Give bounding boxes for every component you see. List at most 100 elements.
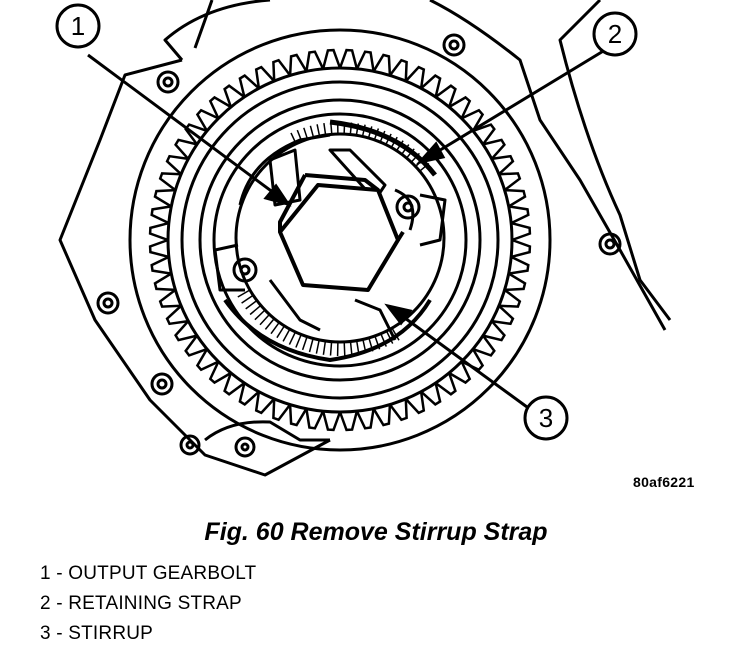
gear-tooth	[150, 255, 172, 275]
strap-hatching	[237, 121, 430, 357]
gear-tooth	[208, 95, 232, 119]
hatch-line	[329, 341, 333, 356]
hatch-line	[249, 304, 262, 316]
gear-tooth	[504, 272, 527, 292]
gear-tooth	[223, 84, 246, 108]
figure-code: 80af6221	[633, 474, 695, 490]
gear-tooth	[165, 154, 189, 176]
gear-tooth	[148, 221, 170, 242]
gear-tooth	[388, 398, 408, 422]
gear-tooth	[491, 304, 515, 326]
gear-tooth	[195, 348, 219, 372]
svg-text:3: 3	[539, 403, 553, 433]
hatch-line	[343, 341, 346, 356]
gear-tooth	[148, 238, 170, 259]
gear-tooth	[508, 255, 530, 275]
gear-tooth	[404, 391, 426, 415]
gear-tooth	[434, 372, 457, 396]
hatch-line	[395, 140, 404, 152]
hatch-line	[288, 331, 297, 345]
gear-tooth	[288, 404, 308, 427]
gear-tooth	[404, 65, 426, 89]
hatch-line	[290, 132, 297, 145]
hatch-line	[385, 133, 392, 145]
legend-item-3: 3 - STIRRUP	[40, 623, 154, 644]
gear-tooth	[305, 408, 325, 430]
gear-tooth	[448, 95, 472, 119]
hatch-line	[322, 340, 327, 355]
gear-tooth	[338, 410, 359, 432]
hatch-line	[254, 309, 266, 321]
hatch-line	[349, 122, 353, 135]
hatch-line	[401, 144, 410, 155]
gear-tooth	[195, 108, 219, 132]
legend-item-1: 1 - OUTPUT GEARBOLT	[40, 563, 257, 584]
hatch-line	[282, 328, 291, 342]
hatch-line	[362, 339, 367, 354]
gear-tooth	[288, 53, 308, 76]
gear-tooth	[150, 205, 172, 225]
hatch-line	[315, 339, 320, 354]
hatch-line	[368, 337, 374, 352]
hatch-line	[241, 294, 254, 304]
gear-tooth	[272, 58, 292, 82]
hatch-line	[308, 338, 314, 353]
gear-tooth	[482, 320, 506, 342]
gear-tooth	[165, 304, 189, 326]
hatch-line	[270, 321, 280, 335]
hatch-line	[295, 334, 302, 348]
gear-tooth	[223, 372, 246, 396]
gear-tooth	[388, 58, 408, 82]
hatch-line	[323, 122, 327, 136]
gear-tooth	[153, 188, 176, 208]
gear-tooth	[498, 172, 522, 192]
figure-caption: Fig. 60 Remove Stirrup Strap	[204, 518, 548, 546]
hatch-line	[349, 341, 353, 356]
ring-gear	[128, 28, 552, 452]
hatch-line	[303, 127, 309, 140]
svg-text:1: 1	[71, 11, 85, 41]
legend-item-2: 2 - RETAINING STRAP	[40, 593, 242, 614]
hatch-line	[237, 289, 251, 298]
gear-tooth	[158, 172, 182, 192]
callout-2: 2	[592, 11, 638, 57]
gear-tooth	[254, 65, 276, 89]
gear-tooth	[174, 320, 198, 342]
gear-tooth	[420, 74, 442, 98]
output-gearbolt	[278, 173, 405, 292]
callout-3: 3	[523, 395, 569, 441]
hatch-line	[330, 122, 333, 135]
gear-tooth	[158, 288, 182, 308]
hatch-line	[410, 152, 420, 163]
housing-bolt-holes	[96, 33, 622, 458]
gear-tooth	[184, 123, 208, 146]
gear-tooth	[420, 382, 442, 406]
gear-tooth	[498, 288, 522, 308]
hatch-line	[343, 122, 346, 135]
hatch-line	[367, 126, 373, 139]
gear-tooth	[482, 138, 506, 160]
gear-tooth	[491, 154, 515, 176]
hatch-line	[391, 327, 400, 341]
hatch-line	[390, 136, 398, 148]
callout-1: 1	[55, 3, 101, 49]
hatch-line	[355, 123, 360, 136]
hatch-line	[259, 313, 271, 326]
gear-tooth	[461, 108, 485, 132]
gear-tooth	[504, 188, 527, 208]
gear-tooth	[238, 74, 260, 98]
hatch-line	[405, 148, 415, 159]
hatch-line	[296, 129, 303, 142]
gear-tooth	[254, 391, 276, 415]
gear-tooth	[321, 48, 342, 70]
hatch-line	[245, 299, 258, 310]
gear-tooth	[510, 221, 532, 242]
hatch-line	[316, 124, 321, 137]
hatch-line	[379, 130, 386, 143]
hatch-line	[264, 318, 275, 330]
gear-tooth	[448, 361, 472, 385]
gear-tooth	[472, 123, 496, 146]
hatch-line	[385, 330, 394, 344]
leader-arrows	[87, 48, 606, 409]
hatch-line	[373, 128, 380, 141]
